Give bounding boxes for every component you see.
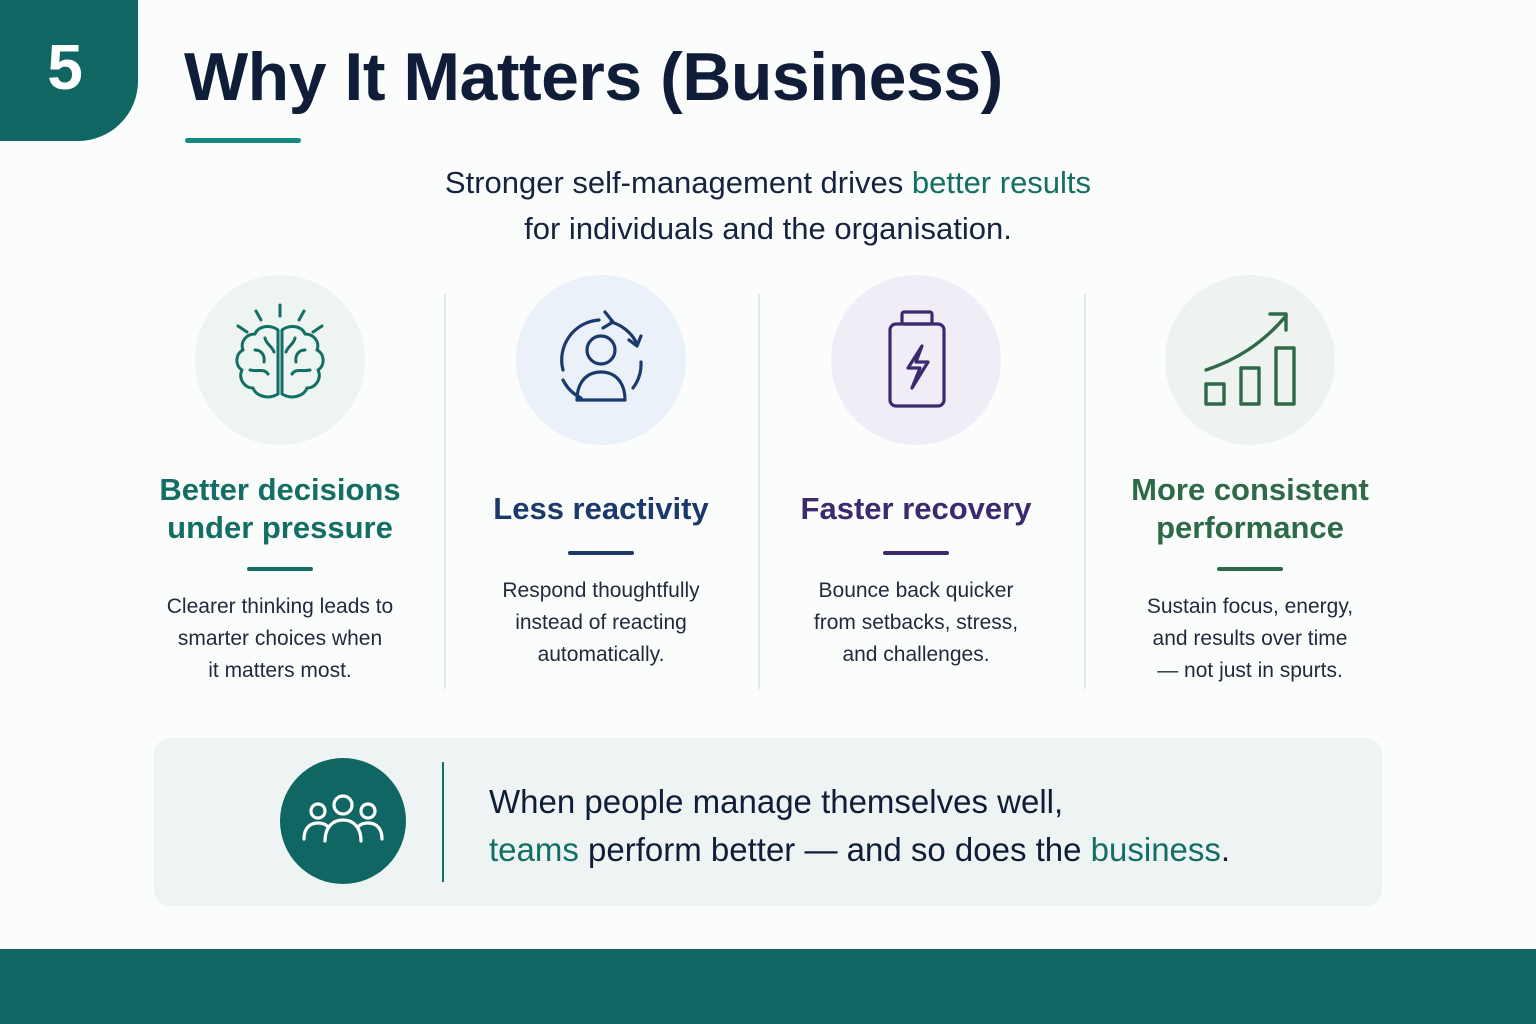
banner-message: When people manage themselves well, team… [489,778,1230,874]
benefit-title: Faster recovery [766,467,1066,551]
benefit-desc-line1: Respond thoughtfully [502,579,700,602]
benefit-rule [247,567,313,571]
benefit-desc-line3: and challenges. [842,643,990,666]
banner-highlight-business: business [1090,831,1221,868]
person-cycle-icon [560,310,643,402]
benefit-desc-line3: it matters most. [208,659,352,682]
benefit-description: Bounce back quicker from setbacks, stres… [766,575,1066,671]
growth-chart-icon-circle [1165,275,1335,445]
banner-line2-end: . [1220,831,1231,868]
brain-icon [235,303,325,399]
benefit-title-line1: More consistent [1131,472,1369,507]
benefit-desc-line2: from setbacks, stress, [813,611,1019,634]
benefit-description: Sustain focus, energy, and results over … [1100,591,1400,687]
person-cycle-icon-circle [516,275,686,445]
benefit-card-decisions: Better decisions under pressure Clearer … [130,275,430,687]
title-underline [185,138,301,143]
battery-icon-circle [831,275,1001,445]
column-divider [1084,294,1086,689]
benefit-rule [883,551,949,555]
benefit-desc-line2: smarter choices when [177,627,383,650]
benefit-desc-line3: automatically. [537,643,665,666]
footer-bar [0,949,1536,1024]
subtitle-highlight: better results [911,165,1092,200]
banner-highlight-teams: teams [489,831,579,868]
benefit-card-consistency: More consistent performance Sustain focu… [1100,275,1400,687]
column-divider [444,294,446,689]
banner-line1: When people manage themselves well, [489,783,1064,820]
benefit-desc-line2: instead of reacting [515,611,687,634]
benefit-title-line1: Less reactivity [493,491,709,526]
benefit-title: Less reactivity [451,467,751,551]
benefit-title-line2: under pressure [167,510,393,545]
benefit-card-reactivity: Less reactivity Respond thoughtfully ins… [451,275,751,671]
subtitle: Stronger self-management drives better r… [0,160,1536,252]
team-icon-circle [280,758,406,884]
benefit-desc-line3: — not just in spurts. [1157,659,1343,682]
page-title: Why It Matters (Business) [184,39,1003,115]
benefit-title-line2: performance [1156,510,1344,545]
benefit-title-line1: Faster recovery [800,491,1032,526]
slide-number: 5 [47,30,83,103]
banner-line2-middle: perform better — and so does the [578,831,1091,868]
benefit-desc-line1: Sustain focus, energy, [1146,595,1354,618]
benefit-title-line1: Better decisions [159,472,401,507]
benefit-description: Clearer thinking leads to smarter choice… [130,591,430,687]
benefit-description: Respond thoughtfully instead of reacting… [451,575,751,671]
subtitle-line1-prefix: Stronger self-management drives [444,165,912,200]
benefit-desc-line2: and results over time [1152,627,1348,650]
subtitle-line2: for individuals and the organisation. [524,211,1012,246]
growth-chart-icon [1204,312,1296,406]
benefit-desc-line1: Clearer thinking leads to [166,595,394,618]
slide-number-badge: 5 [0,0,138,141]
benefit-title: Better decisions under pressure [130,467,430,551]
brain-icon-circle [195,275,365,445]
summary-banner: When people manage themselves well, team… [154,738,1382,906]
benefit-rule [1217,567,1283,571]
benefit-title: More consistent performance [1100,467,1400,551]
battery-icon [888,310,946,408]
banner-divider [442,762,444,882]
benefit-rule [568,551,634,555]
benefit-card-recovery: Faster recovery Bounce back quicker from… [766,275,1066,671]
benefit-desc-line1: Bounce back quicker [818,579,1014,602]
team-icon [302,794,384,843]
column-divider [758,294,760,689]
